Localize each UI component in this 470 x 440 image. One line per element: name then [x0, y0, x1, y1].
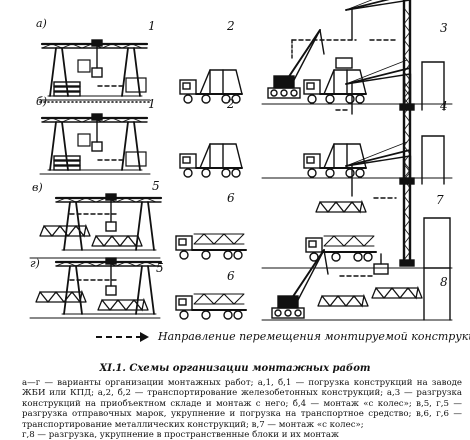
label-num-1a: 1 [148, 19, 156, 33]
cell-b2 [179, 143, 243, 178]
label-num-2a: 2 [227, 19, 235, 33]
cell-g6 [175, 293, 247, 320]
arrow-head-icon [140, 332, 149, 342]
cell-b1 [39, 112, 151, 175]
figure-legend: а—г — варианты организации монтажных раб… [22, 378, 462, 440]
cell-g8 [261, 249, 453, 321]
label-num-2b: 2 [227, 97, 235, 111]
label-row-g: г) [30, 257, 40, 270]
legend-paragraph: а—г — варианты организации монтажных раб… [22, 378, 462, 430]
dashed-arrow-line [96, 336, 142, 338]
figure-title: XI.1. Схемы организации монтажных работ [99, 363, 371, 374]
label-num-8g: 8 [440, 275, 448, 289]
label-row-b: б) [36, 95, 48, 108]
construction-schemes-illustration [29, 0, 453, 321]
cell-v7 [261, 140, 453, 269]
cell-v6 [175, 233, 247, 260]
label-num-6g: 6 [227, 269, 235, 283]
label-num-6v: 6 [227, 191, 235, 205]
label-num-4b: 4 [440, 99, 448, 113]
label-num-1b: 1 [148, 97, 156, 111]
cell-a3 [261, 0, 453, 112]
cell-v5 [29, 192, 163, 259]
label-num-5g: 5 [156, 261, 164, 275]
label-num-7v: 7 [436, 193, 444, 207]
cell-b4 [261, 58, 453, 186]
legend-paragraph: г,8 — разгрузка, укрупнение в пространст… [22, 430, 339, 440]
label-num-5v: 5 [152, 179, 160, 193]
label-row-a: а) [36, 17, 47, 30]
cell-g5 [29, 256, 163, 319]
label-row-v: в) [32, 181, 43, 194]
arrow-legend: Направление перемещения монтируемой конс… [96, 329, 470, 345]
label-num-3a: 3 [440, 21, 448, 35]
cell-a1 [39, 38, 151, 103]
arrow-legend-text: Направление перемещения монтируемой конс… [158, 330, 470, 343]
